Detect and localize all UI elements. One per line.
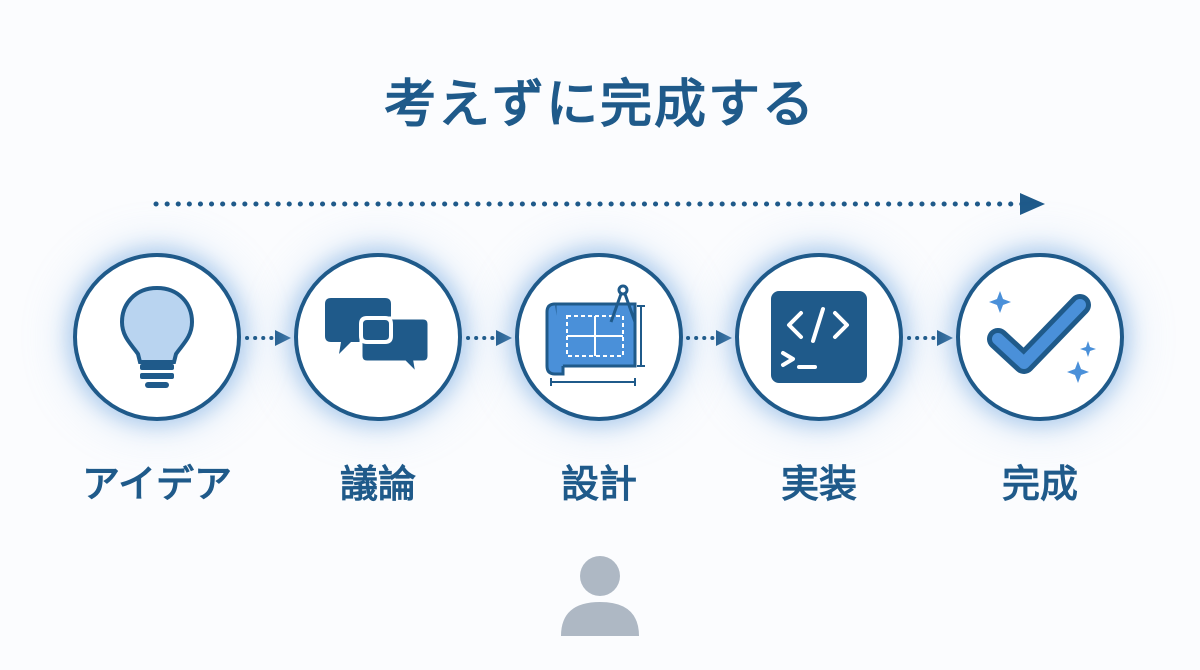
- step-idea: [73, 253, 241, 421]
- connector-arrow: [245, 330, 291, 346]
- checkmark-sparkle-icon: [987, 291, 1096, 383]
- lightbulb-icon: [119, 285, 195, 388]
- step-design: [515, 253, 683, 421]
- step-label-idea: アイデア: [81, 462, 233, 506]
- user-icon: [561, 556, 639, 636]
- step-label-design: 設計: [560, 462, 637, 506]
- connector-arrow: [466, 330, 512, 346]
- flow-arrow: [153, 193, 1045, 215]
- page-title: 考えずに完成する: [383, 75, 816, 135]
- blueprint-icon: [545, 284, 645, 386]
- step-label-implementation: 実装: [780, 462, 857, 506]
- step-complete: [956, 253, 1124, 421]
- code-terminal-icon: [771, 291, 867, 383]
- step-label-complete: 完成: [1001, 462, 1078, 506]
- step-implementation: [735, 253, 903, 421]
- connector-arrow: [907, 330, 953, 346]
- speech-bubbles-icon: [325, 298, 431, 379]
- connector-arrow: [686, 330, 732, 346]
- step-discussion: [294, 253, 462, 421]
- step-label-discussion: 議論: [339, 462, 416, 506]
